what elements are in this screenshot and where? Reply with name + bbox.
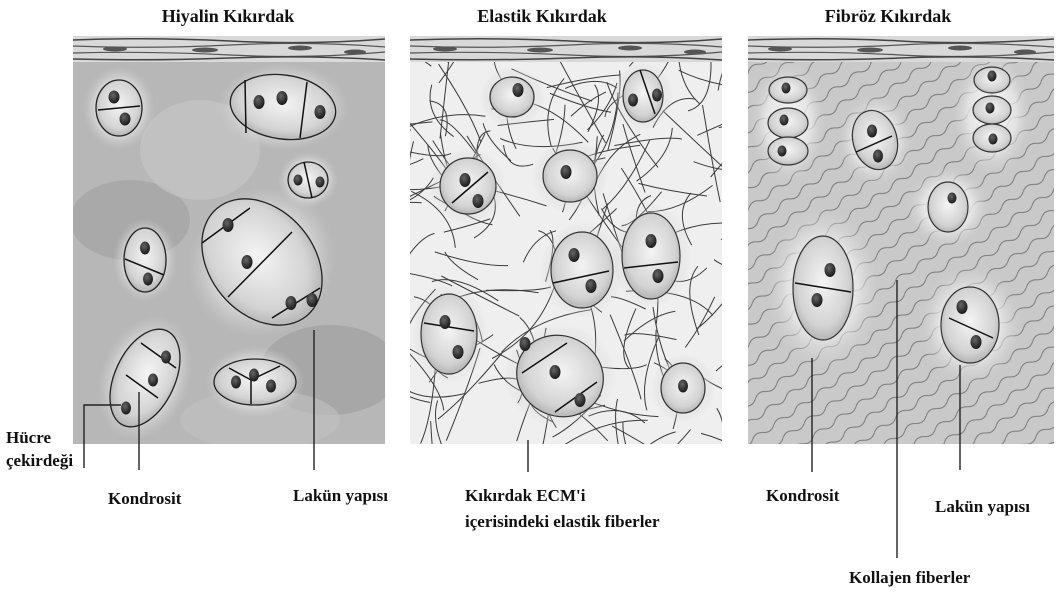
chondrocyte-group xyxy=(750,60,826,184)
fibrous-panel xyxy=(748,36,1054,444)
chondrocyte-group xyxy=(651,354,715,422)
chondrocyte-group xyxy=(532,140,608,212)
chondrocyte-group xyxy=(906,167,990,247)
perichondrium-hyaline xyxy=(73,36,385,62)
label-chondrocyte-left: Kondrosit xyxy=(108,489,182,508)
label-nucleus-line2: çekirdeği xyxy=(6,451,73,470)
chondrocyte-group xyxy=(113,218,177,302)
chondrocyte-group xyxy=(217,63,349,151)
label-elastic-line1: Kıkırdak ECM'i xyxy=(465,486,586,505)
chondrocyte-group xyxy=(918,265,1022,385)
label-lacuna-right: Lakün yapısı xyxy=(935,497,1030,516)
chondrocyte-group xyxy=(611,204,691,308)
elastic-fiber xyxy=(719,127,745,153)
chondrocyte-group xyxy=(765,206,881,370)
chondrocyte-group xyxy=(837,94,913,186)
title-fibrous: Fibröz Kıkırdak xyxy=(825,6,952,26)
chondrocyte-group xyxy=(411,284,487,384)
hyaline-panel xyxy=(70,36,400,454)
label-collagen: Kollajen fiberler xyxy=(849,568,971,587)
chondrocyte-group xyxy=(430,148,506,224)
label-nucleus-line1: Hücre xyxy=(6,428,51,447)
label-lacuna-left: Lakün yapısı xyxy=(293,486,388,505)
chondrocyte-group xyxy=(83,66,155,150)
chondrocyte-group xyxy=(613,62,673,130)
perichondrium-elastic xyxy=(410,36,722,62)
chondrocyte-group xyxy=(480,67,544,127)
chondrocyte-group xyxy=(540,222,624,318)
title-elastic: Elastik Kıkırdak xyxy=(477,6,607,26)
chondrocyte-group xyxy=(205,346,305,418)
label-chondrocyte-right: Kondrosit xyxy=(766,486,840,505)
elastic-panel xyxy=(320,0,815,518)
elastic-fiber xyxy=(381,130,411,231)
title-hyaline: Hiyalin Kıkırdak xyxy=(162,6,295,26)
chondrocyte-group xyxy=(952,52,1032,176)
label-elastic-line2: içerisindeki elastik fiberler xyxy=(465,512,660,531)
